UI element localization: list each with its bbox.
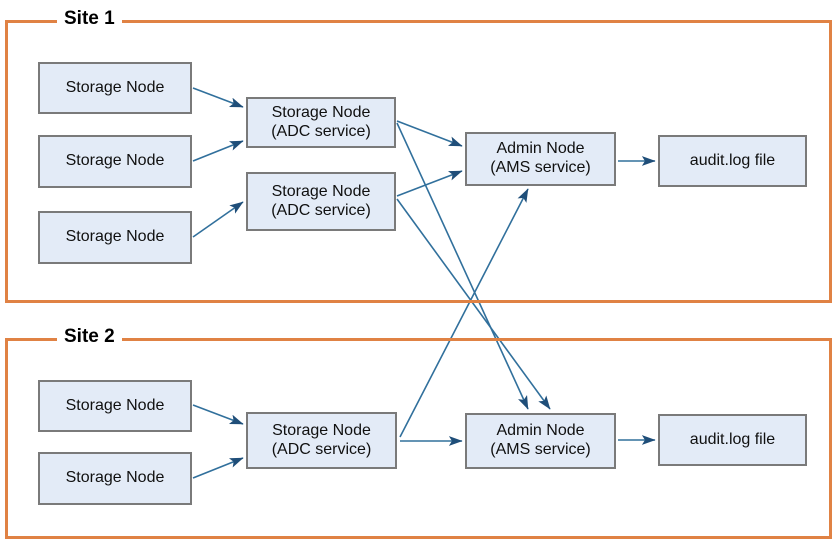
connection-s1-sn2-to-adc1	[192, 140, 244, 162]
node-label-secondary: (AMS service)	[490, 159, 591, 176]
connection-s2-sn2-to-adc1	[192, 457, 244, 479]
storage-node: Storage Node	[38, 211, 192, 264]
storage-node: Storage Node	[38, 452, 192, 505]
connection-s2-adc1-to-s1-admin	[399, 188, 529, 438]
connection-s1-sn3-to-adc2	[192, 201, 244, 238]
admin-node-ams: Admin Node(AMS service)	[465, 132, 616, 186]
node-label-primary: Storage Node	[271, 182, 371, 200]
audit-log-file: audit.log file	[658, 414, 807, 466]
node-label-primary: Storage Node	[65, 469, 165, 487]
site-frame-site-2	[5, 338, 832, 539]
storage-node-adc: Storage Node(ADC service)	[246, 412, 397, 469]
node-label-primary: Storage Node	[272, 421, 371, 439]
admin-node-ams: Admin Node(AMS service)	[465, 413, 616, 469]
node-label-primary: Storage Node	[65, 396, 165, 414]
storage-node: Storage Node	[38, 135, 192, 188]
node-label-primary: Storage Node	[65, 78, 165, 96]
node-label-secondary: (ADC service)	[271, 201, 371, 219]
node-label-primary: Storage Node	[65, 228, 165, 246]
connection-s1-adc2-to-s2-admin	[396, 198, 551, 410]
connection-s2-sn1-to-adc1	[192, 404, 244, 425]
node-label-primary: Storage Node	[271, 103, 371, 121]
site-label-site-1: Site 1	[57, 9, 122, 28]
connection-s1-adc1-to-s1-admin	[396, 120, 463, 147]
node-label-primary: audit.log file	[689, 151, 776, 169]
storage-node: Storage Node	[38, 62, 192, 114]
storage-node-adc: Storage Node(ADC service)	[246, 97, 396, 148]
audit-log-file: audit.log file	[658, 135, 807, 187]
connection-s1-sn1-to-adc1	[192, 87, 244, 108]
storage-node: Storage Node	[38, 380, 192, 432]
node-label-primary: Admin Node	[496, 140, 585, 158]
node-label-primary: Storage Node	[65, 152, 165, 170]
node-label-primary: audit.log file	[689, 430, 776, 448]
node-label-primary: Admin Node	[496, 422, 585, 440]
site-frame-site-1	[5, 20, 832, 303]
node-label-secondary: (ADC service)	[271, 122, 371, 140]
node-label-secondary: (ADC service)	[271, 440, 372, 458]
connection-s1-adc1-to-s2-admin	[396, 122, 529, 410]
connection-s1-adc2-to-s1-admin	[396, 170, 463, 197]
node-label-secondary: (AMS service)	[490, 441, 591, 458]
site-label-site-2: Site 2	[57, 327, 122, 346]
storage-node-adc: Storage Node(ADC service)	[246, 172, 396, 231]
